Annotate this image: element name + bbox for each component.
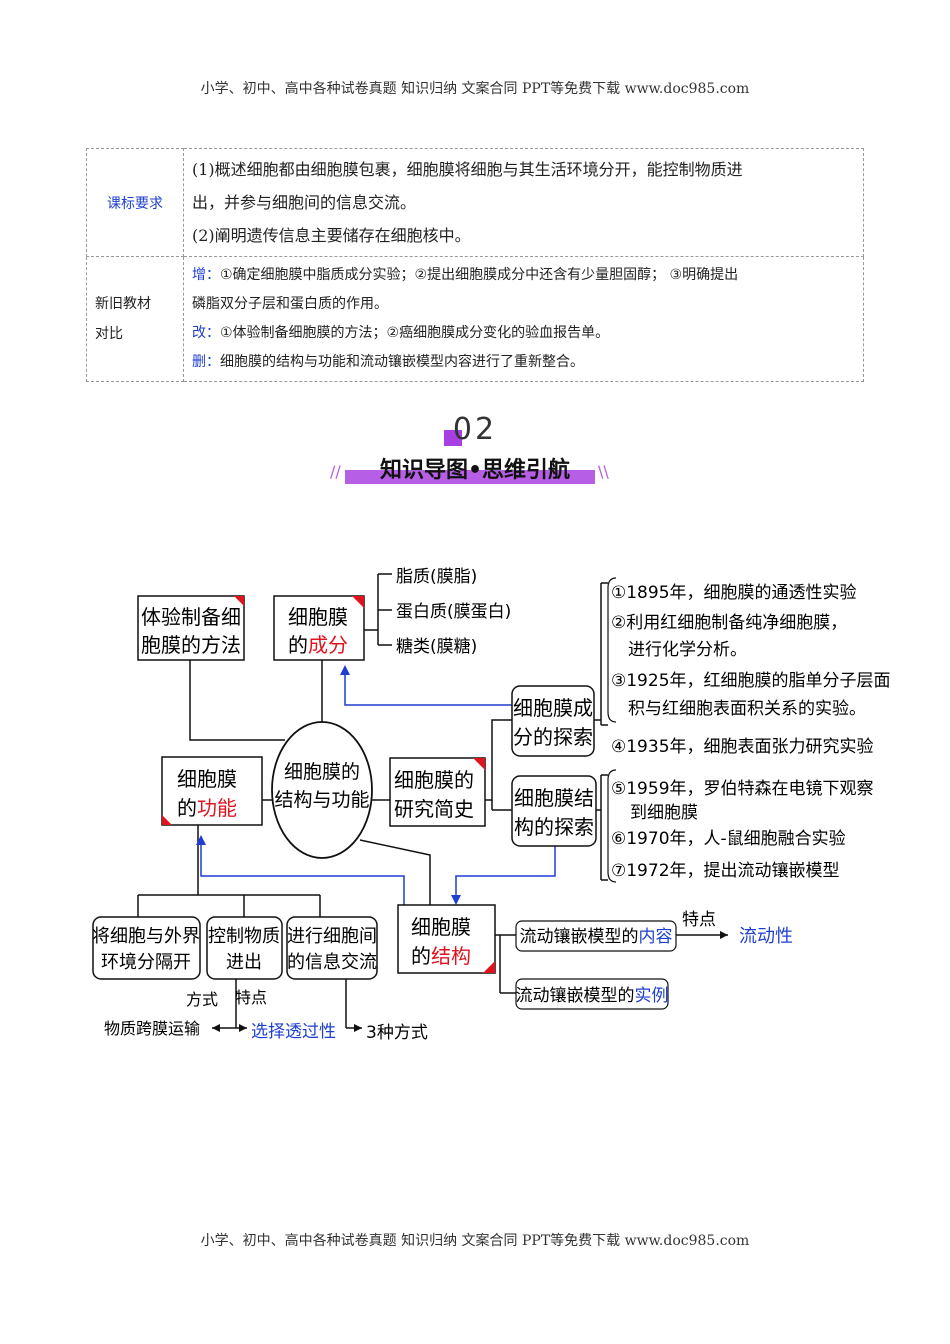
function-box-line2: 的功能 — [177, 796, 237, 820]
history-item: ⑤1959年，罗伯特森在电镜下观察 — [611, 779, 874, 799]
function-communicate-line: 的信息交流 — [287, 952, 377, 973]
history-item: ⑦1972年，提出流动镶嵌模型 — [611, 860, 840, 881]
method-label: 方式 — [186, 990, 218, 1009]
history-item: 进行化学分析。 — [628, 640, 747, 660]
history-items: ①1895年，细胞膜的通透性实验 ②利用红细胞制备纯净细胞膜， 进行化学分析。 … — [607, 577, 891, 883]
page-header: 小学、初中、高中各种试卷真题 知识归纳 文案合同 PPT等免费下载 www.do… — [200, 81, 750, 97]
model-content-box: 流动镶嵌模型的内容 — [515, 920, 677, 952]
history-item: ③1925年，红细胞膜的脂单分子层面 — [611, 671, 891, 691]
structure-box: 细胞膜 的结构 — [397, 904, 496, 974]
composition-item: 蛋白质(膜蛋白) — [396, 602, 511, 622]
textbook-compare-text: 增：①确定细胞膜中脂质成分实验；②提出细胞膜成分中还含有少量胆固醇； ③明确提出… — [183, 256, 864, 382]
section-number: 02 — [452, 412, 498, 447]
function-communicate-box: 进行细胞间 的信息交流 — [286, 916, 378, 980]
history-box-line: 细胞膜的 — [394, 768, 474, 792]
function-separate-line: 将细胞与外界 — [92, 926, 200, 947]
model-example-box: 流动镶嵌模型的实例 — [515, 978, 669, 1010]
textbook-compare-label: 新旧教材 对比 — [86, 256, 184, 382]
center-line: 结构与功能 — [274, 789, 369, 811]
delete-text: 细胞膜的结构与功能和流动镶嵌模型内容进行了重新整合。 — [220, 354, 584, 370]
add-tag: 增： — [192, 267, 220, 283]
method-box: 体验制备细 胞膜的方法 — [137, 595, 245, 661]
requirement-line: (2)阐明遗传信息主要储存在细胞核中。 — [192, 226, 471, 245]
structure-box-line2: 的结构 — [411, 944, 471, 968]
curriculum-table: 课标要求 (1)概述细胞都由细胞膜包裹，细胞膜将细胞与其生活环境分开，能控制物质… — [86, 148, 864, 382]
table-row: 新旧教材 对比 增：①确定细胞膜中脂质成分实验；②提出细胞膜成分中还含有少量胆固… — [86, 256, 864, 382]
blue-arrows — [196, 665, 556, 905]
explore-composition-box: 细胞膜成 分的探索 — [511, 685, 595, 757]
add-text: ①确定细胞膜中脂质成分实验；②提出细胞膜成分中还含有少量胆固醇； ③明确提出 — [220, 267, 739, 283]
function-control-line: 进出 — [226, 952, 262, 973]
connector-lines — [137, 573, 728, 1032]
table-row: 课标要求 (1)概述细胞都由细胞膜包裹，细胞膜将细胞与其生活环境分开，能控制物质… — [86, 148, 864, 257]
title-decoration-left: // — [330, 462, 341, 481]
requirement-line: (1)概述细胞都由细胞膜包裹，细胞膜将细胞与其生活环境分开，能控制物质进 — [192, 160, 743, 179]
history-item: ⑥1970年，人-鼠细胞融合实验 — [611, 829, 846, 849]
history-item: ②利用红细胞制备纯净细胞膜， — [611, 613, 847, 633]
history-box: 细胞膜的 研究简史 — [389, 757, 486, 827]
history-box-line: 研究简史 — [394, 797, 474, 821]
function-separate-box: 将细胞与外界 环境分隔开 — [92, 916, 201, 980]
compare-change-line: 改：①体验制备细胞膜的方法；②癌细胞膜成分变化的验血报告单。 — [192, 319, 855, 348]
method-box-line: 胞膜的方法 — [141, 633, 241, 657]
change-tag: 改： — [192, 325, 220, 341]
composition-item: 糖类(膜糖) — [396, 637, 477, 657]
delete-tag: 删： — [192, 354, 220, 370]
label-line: 新旧教材 — [95, 296, 151, 312]
function-control-box: 控制物质 进出 — [206, 916, 283, 980]
method-box-line: 体验制备细 — [141, 605, 241, 629]
compare-add-line-2: 磷脂双分子层和蛋白质的作用。 — [192, 296, 388, 312]
center-line: 细胞膜的 — [284, 761, 360, 783]
function-separate-line: 环境分隔开 — [101, 952, 191, 973]
curriculum-requirement-text: (1)概述细胞都由细胞膜包裹，细胞膜将细胞与其生活环境分开，能控制物质进 出，并… — [183, 148, 864, 257]
model-feature-label: 特点 — [682, 910, 716, 930]
composition-item: 脂质(膜脂) — [396, 567, 477, 587]
composition-box: 细胞膜 的成分 — [273, 595, 365, 661]
curriculum-requirement-label: 课标要求 — [86, 148, 184, 257]
function-communicate-line: 进行细胞间 — [287, 926, 377, 947]
section-title-highlight — [345, 470, 595, 484]
compare-add-line: 增：①确定细胞膜中脂质成分实验；②提出细胞膜成分中还含有少量胆固醇； ③明确提出 — [192, 261, 855, 290]
center-node: 细胞膜的 结构与功能 — [271, 721, 373, 859]
change-text: ①体验制备细胞膜的方法；②癌细胞膜成分变化的验血报告单。 — [220, 325, 610, 341]
structure-box-line1: 细胞膜 — [411, 915, 471, 939]
function-box-line1: 细胞膜 — [177, 767, 237, 791]
fluidity-label: 流动性 — [739, 926, 793, 947]
model-example-text: 流动镶嵌模型的实例 — [516, 985, 669, 1006]
composition-box-line1: 细胞膜 — [288, 605, 348, 629]
history-item: 到细胞膜 — [630, 803, 698, 823]
three-ways-label: 3种方式 — [366, 1023, 428, 1043]
selective-permeability: 选择透过性 — [251, 1022, 336, 1042]
function-control-line: 控制物质 — [208, 926, 280, 947]
explore-comp-line: 分的探索 — [513, 725, 593, 749]
composition-items: 脂质(膜脂) 蛋白质(膜蛋白) 糖类(膜糖) — [396, 567, 511, 657]
history-item: ④1935年，细胞表面张力研究实验 — [611, 737, 874, 757]
page-footer: 小学、初中、高中各种试卷真题 知识归纳 文案合同 PPT等免费下载 www.do… — [200, 1233, 750, 1249]
label-line: 对比 — [95, 326, 123, 342]
title-decoration-right: \\ — [598, 462, 609, 481]
history-item: 积与红细胞表面积关系的实验。 — [628, 699, 866, 719]
feature-label: 特点 — [235, 988, 267, 1007]
explore-struct-line: 构的探索 — [514, 815, 594, 839]
history-item: ①1895年，细胞膜的通透性实验 — [611, 583, 857, 603]
transport-label: 物质跨膜运输 — [104, 1019, 200, 1038]
explore-structure-box: 细胞膜结 构的探索 — [511, 775, 597, 847]
mind-map: 体验制备细 胞膜的方法 细胞膜 的成分 脂质(膜脂) 蛋白质(膜蛋白) 糖类(膜… — [92, 567, 891, 1043]
section-number-accent — [444, 430, 462, 446]
model-content-text: 流动镶嵌模型的内容 — [520, 926, 673, 947]
compare-delete-line: 删：细胞膜的结构与功能和流动镶嵌模型内容进行了重新整合。 — [192, 348, 855, 377]
composition-box-line2: 的成分 — [288, 633, 348, 657]
section-title: 知识导图•思维引航 — [379, 458, 571, 483]
explore-comp-line: 细胞膜成 — [513, 696, 593, 720]
requirement-line: 出，并参与细胞间的信息交流。 — [192, 193, 417, 212]
function-box: 细胞膜 的功能 — [161, 756, 263, 826]
explore-struct-line: 细胞膜结 — [514, 786, 594, 810]
